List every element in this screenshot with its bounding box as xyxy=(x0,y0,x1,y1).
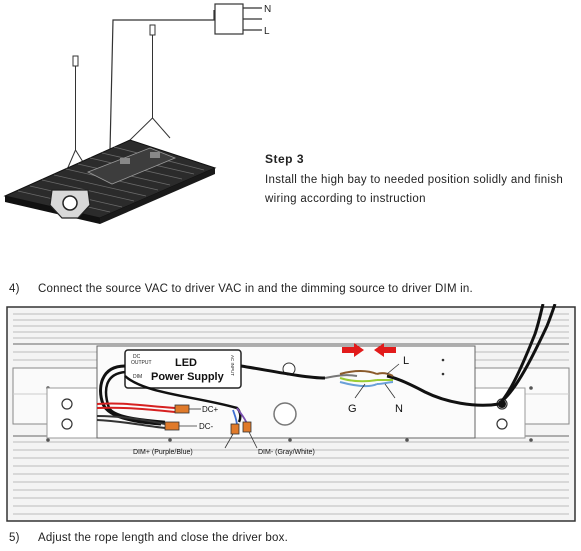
dim-plus-label: DIM+ (Purple/Blue) xyxy=(133,449,193,456)
left-hook xyxy=(72,55,79,67)
dc-plus-connector xyxy=(174,404,190,414)
step-3-line-2: wiring according to instruction xyxy=(265,193,426,205)
dim-minus-label: DIM- (Gray/White) xyxy=(258,449,315,456)
power-cord xyxy=(109,10,215,151)
dc-minus-connector xyxy=(164,421,180,431)
dim-minus-connector xyxy=(242,421,252,433)
plug-label-l: L xyxy=(264,26,270,37)
wire-label-g: G xyxy=(348,403,357,415)
step-4-number: 4) xyxy=(9,283,20,295)
bottom-fins xyxy=(13,441,569,515)
step-4-text: Connect the source VAC to driver VAC in … xyxy=(38,283,473,295)
step-3-title: Step 3 xyxy=(265,152,305,166)
high-bay-installation-illustration: N L xyxy=(3,3,271,224)
driver-dim-label: DIM xyxy=(133,374,142,380)
step-3-instructions: Install the high bay to needed position … xyxy=(265,171,581,209)
dc-minus-label: DC- xyxy=(199,422,214,431)
led-power-supply xyxy=(124,349,242,389)
driver-wiring-diagram: DC OUTPUT DIM LED Power Supply AC INPUT … xyxy=(6,304,576,522)
plug-body xyxy=(214,3,244,35)
power-cord-exit xyxy=(497,304,545,406)
step-3-line-1: Install the high bay to needed position … xyxy=(265,174,564,186)
driver-dc-label: DC xyxy=(133,354,141,360)
wire-label-n: N xyxy=(395,403,403,415)
driver-ac-input-label: AC INPUT xyxy=(230,355,235,376)
right-hook xyxy=(149,24,156,36)
plug-label-n: N xyxy=(264,4,271,15)
wire-label-l: L xyxy=(403,355,409,367)
step-5-number: 5) xyxy=(9,532,20,544)
right-mount-plate xyxy=(474,387,526,439)
dim-plus-connector xyxy=(230,423,240,435)
dc-plus-label: DC+ xyxy=(202,405,219,414)
step-5-text: Adjust the rope length and close the dri… xyxy=(38,532,288,544)
push-arrows xyxy=(342,343,396,357)
driver-title-power-supply: Power Supply xyxy=(151,371,225,383)
cable-grommet xyxy=(273,402,297,426)
top-fins xyxy=(13,313,569,339)
driver-output-label: OUTPUT xyxy=(131,360,152,366)
left-mount-plate xyxy=(46,387,98,439)
driver-title-led: LED xyxy=(175,357,197,369)
high-bay-lamp xyxy=(3,139,217,224)
